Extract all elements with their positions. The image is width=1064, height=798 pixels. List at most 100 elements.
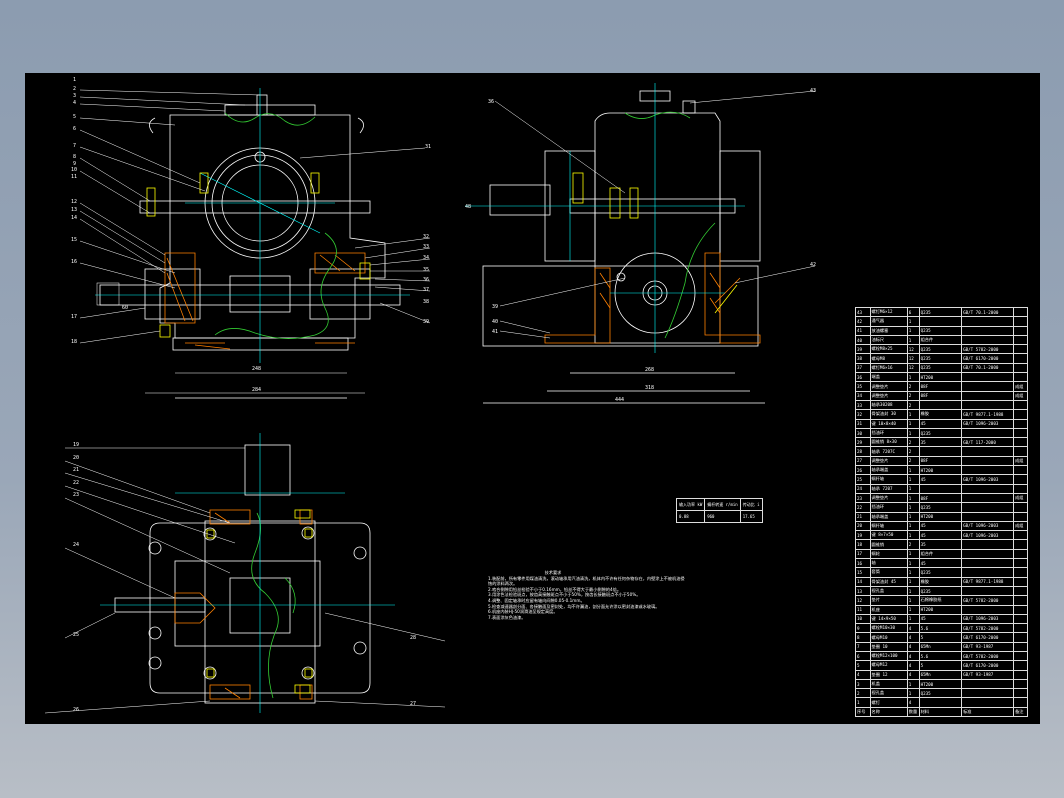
note-2: 2.啮合侧隙用铅丝检验不小于0.16mm，铅丝不得大于最小侧隙的4倍。: [488, 586, 622, 592]
bom-cell: 42: [855, 316, 871, 327]
bom-cell: HT200: [918, 678, 963, 690]
front-dim-248: 248: [252, 366, 261, 372]
bom-cell: 螺钉M6×12: [869, 306, 908, 318]
top-view-bolts: [206, 509, 313, 694]
balloon-2: 2: [73, 86, 76, 92]
bom-cell: [961, 539, 1015, 550]
drawing-sheet: 248 284 60 1 2 3 4 5 6 7 8 9 10 11 12 13…: [25, 73, 1040, 724]
bom-cell: 螺钉: [869, 697, 908, 708]
bom-cell: 轴承端盖: [869, 465, 908, 476]
top-balloon-21: 21: [73, 467, 79, 473]
note-5: 5.检查减速器剖分面、各接触面及密封处，均不许漏油，剖分面允许涂以密封油漆或水玻…: [488, 603, 660, 609]
bom-cell: 6: [906, 306, 920, 318]
bom-cell: 2: [906, 437, 920, 448]
bom-cell: 1: [906, 492, 920, 504]
bom-cell: 08F: [918, 381, 963, 392]
bom-cell: 16: [855, 557, 871, 569]
bom-cell: 调整垫片: [869, 381, 908, 392]
bom-cell: [1013, 595, 1028, 606]
bom-cell: [1013, 465, 1028, 476]
bom-cell: 5: [918, 632, 963, 643]
bom-cell: 45: [918, 557, 963, 569]
note-7: 7.表面涂灰色油漆。: [488, 614, 526, 620]
bom-cell: 1: [906, 465, 920, 476]
top-balloon-26: 26: [73, 707, 79, 713]
bom-cell: 2: [906, 399, 920, 411]
bom-cell: 32: [855, 409, 871, 420]
side-balloon-36: 36: [488, 99, 494, 105]
front-view-leaders: [79, 89, 431, 344]
bom-cell: GB/T 117-2000: [961, 437, 1015, 448]
bom-cell: 37: [855, 362, 871, 374]
spec-value-power: 0.88: [675, 510, 706, 523]
bom-cell: 1: [906, 520, 920, 532]
bom-cell: 4: [906, 660, 920, 671]
bom-cell: 橡胶: [918, 576, 963, 587]
bom-cell: 65Mn: [918, 669, 963, 680]
bom-cell: [1013, 585, 1028, 597]
spec-header-ratio: 传动比 i: [739, 498, 763, 511]
bom-cell: Q235: [918, 567, 963, 578]
bom-cell: 1: [906, 595, 920, 606]
bom-cell: [961, 688, 1015, 699]
balloon-7: 7: [73, 143, 76, 149]
balloon-5: 5: [73, 114, 76, 120]
bom-cell: 成组: [1013, 492, 1028, 504]
side-view-hatch: [544, 252, 761, 344]
top-balloon-20: 20: [73, 455, 79, 461]
bom-cell: 1: [906, 474, 920, 485]
bom-cell: 垫片: [869, 595, 908, 606]
bom-cell: Q235: [918, 353, 963, 364]
bom-cell: 机盖: [869, 678, 908, 690]
bom-cell: 9: [855, 623, 871, 634]
side-balloon-41: 41: [492, 329, 498, 335]
bom-cell: [961, 399, 1015, 411]
bom-cell: 调整垫片: [869, 390, 908, 401]
bom-cell: 25: [855, 474, 871, 485]
bom-cell: 4: [906, 623, 920, 634]
bom-header-cell: 标准: [961, 706, 1015, 718]
bom-cell: 垫圈 12: [869, 669, 908, 680]
bom-cell: 轴承 7207C: [869, 446, 908, 457]
bom-cell: 圆锥销 8×30: [869, 437, 908, 448]
bom-cell: [1013, 688, 1028, 699]
balloon-15: 15: [71, 237, 77, 243]
bom-cell: [1013, 334, 1028, 346]
bom-cell: [1013, 641, 1028, 653]
balloon-31: 31: [425, 144, 431, 150]
bom-cell: 10: [855, 613, 871, 625]
bom-cell: 键 14×9×50: [869, 613, 908, 625]
top-view-hatch: [174, 509, 313, 700]
top-balloon-23: 23: [73, 492, 79, 498]
bom-cell: 1: [906, 418, 920, 429]
bom-cell: [961, 455, 1015, 467]
balloon-3: 3: [73, 93, 76, 99]
bom-cell: 1: [906, 613, 920, 625]
bom-cell: [1013, 678, 1028, 690]
bom-cell: GB/T 6170-2000: [961, 660, 1015, 671]
bom-cell: [1013, 697, 1028, 708]
balloon-35: 35: [423, 267, 429, 273]
bom-cell: [1013, 660, 1028, 671]
bom-cell: Q235: [918, 362, 963, 374]
bom-cell: [1013, 437, 1028, 448]
bom-cell: [1013, 613, 1028, 625]
bom-cell: [1013, 474, 1028, 485]
bom-cell: 1: [906, 688, 920, 699]
bom-cell: 橡胶: [918, 409, 963, 420]
bom-cell: 18: [855, 539, 871, 550]
bom-cell: [961, 511, 1015, 522]
bom-cell: 轴承 7207: [869, 483, 908, 494]
note-4: 4.调整、固定轴承时应留有轴向间隙0.05-0.1mm。: [488, 597, 585, 603]
front-view-breakline: [214, 112, 337, 339]
